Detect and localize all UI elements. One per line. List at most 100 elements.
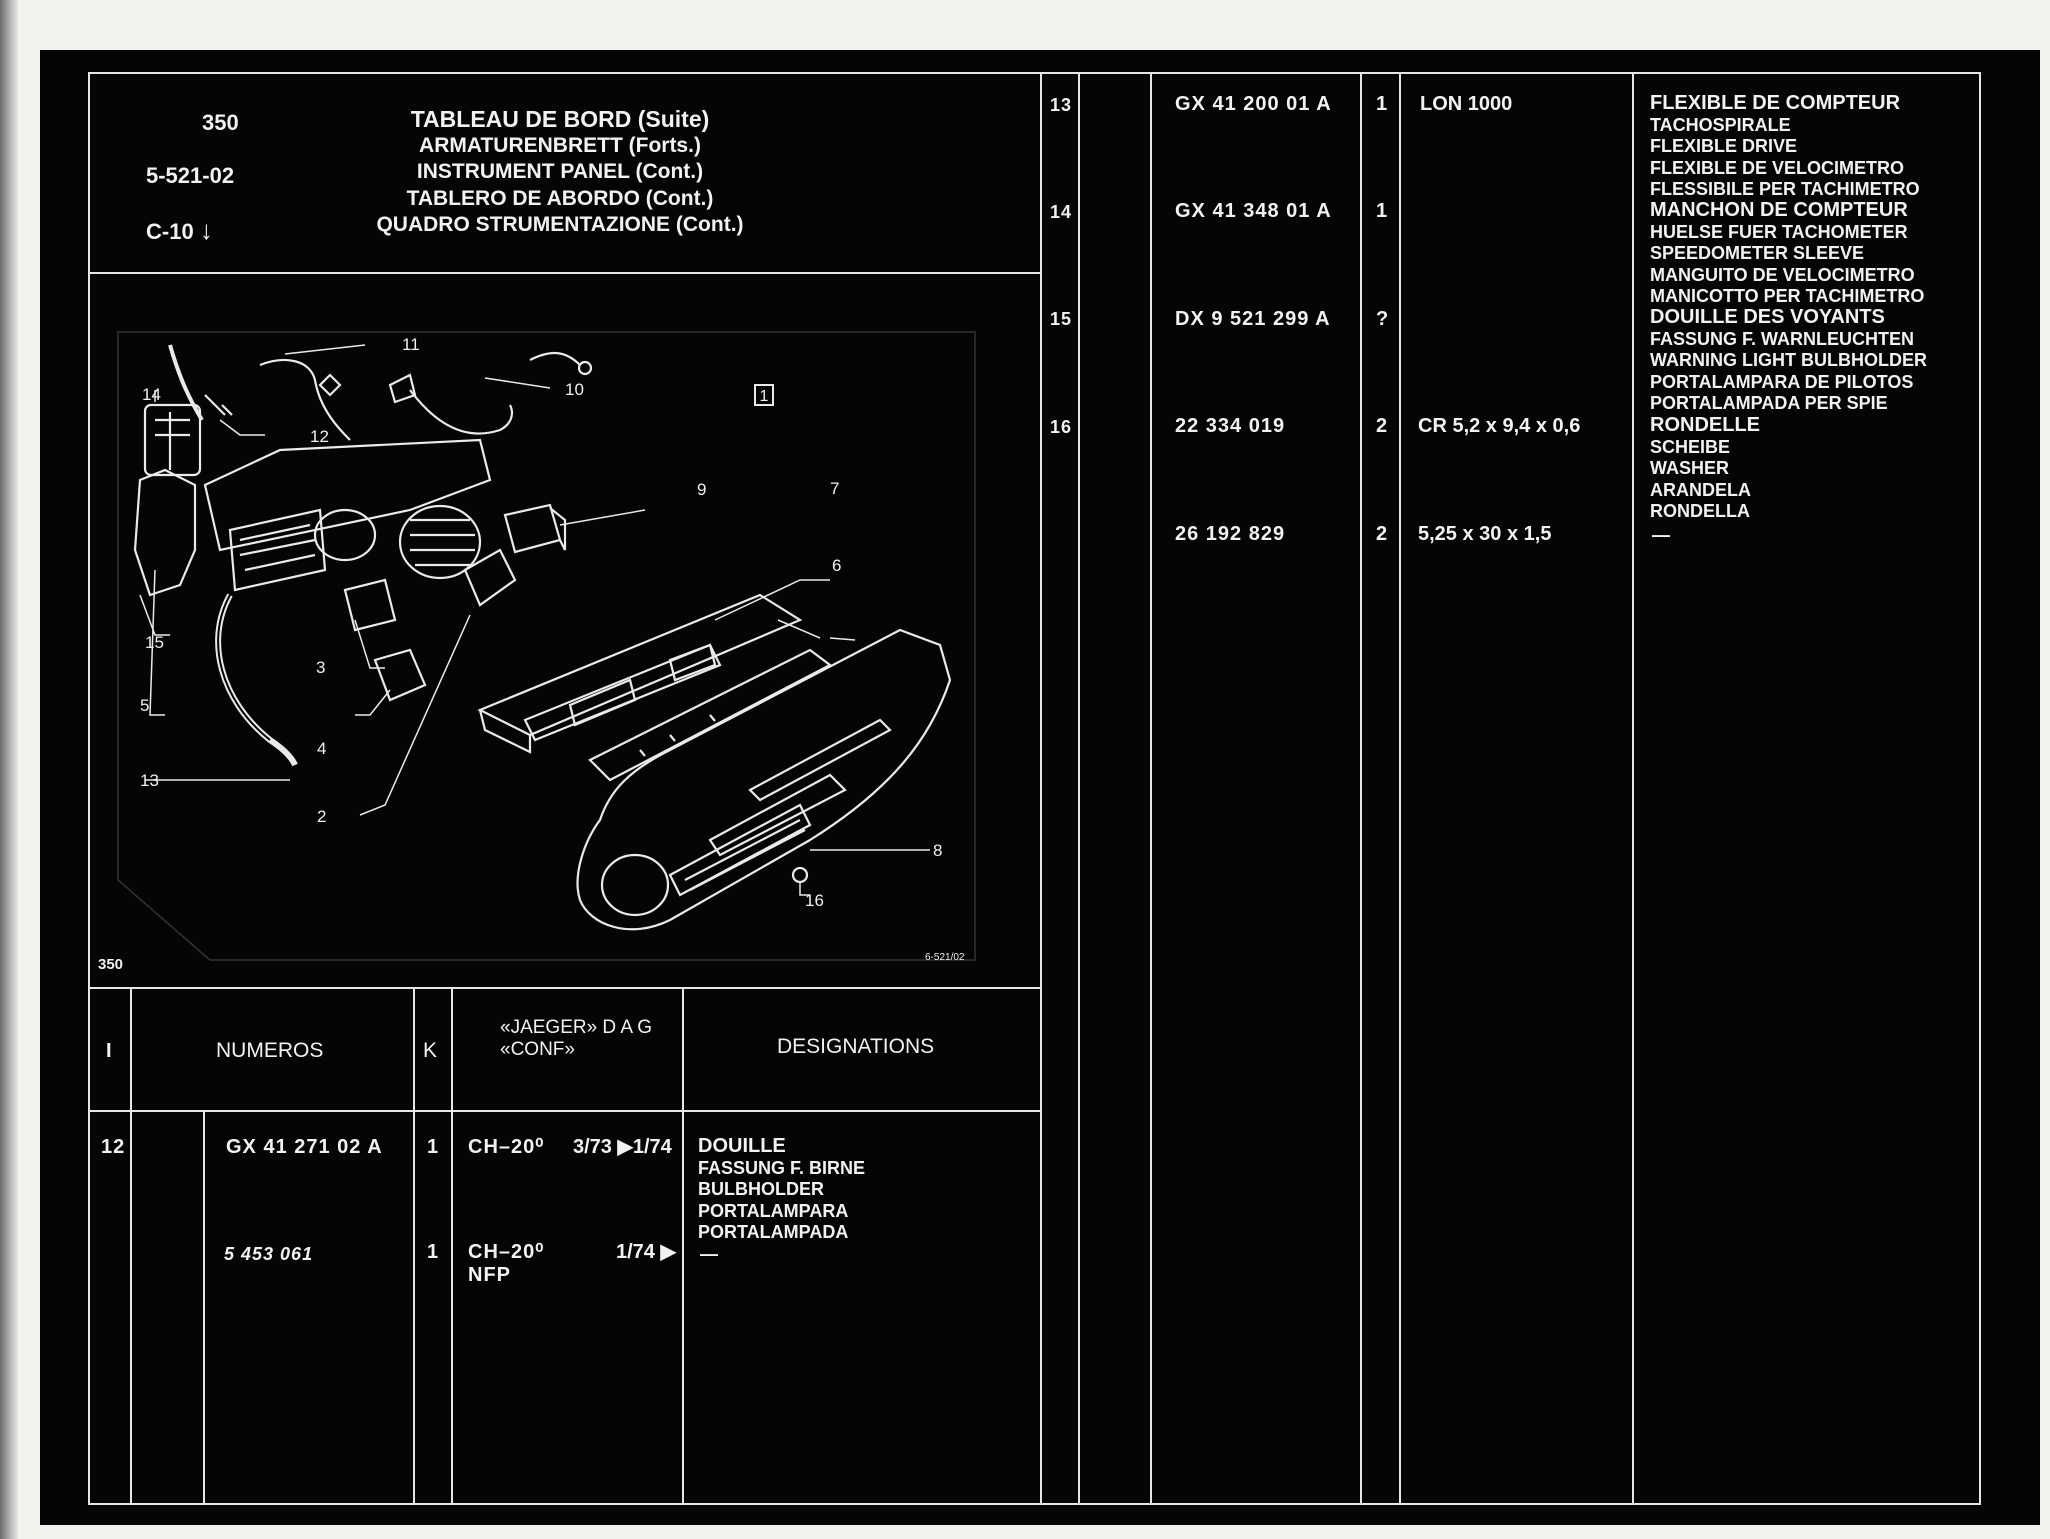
row-16-designation: RONDELLE SCHEIBE WASHER ARANDELA RONDELL…: [1650, 414, 1760, 523]
row-12-designation-en: BULBHOLDER: [698, 1179, 824, 1199]
col-line-r2: [1150, 72, 1152, 1505]
title-en: INSTRUMENT PANEL (Cont.): [416, 160, 704, 183]
header-divider: [88, 272, 1042, 274]
row-12-designation-it: PORTALAMPADA: [698, 1222, 849, 1242]
col-line-r4: [1399, 72, 1401, 1505]
col-header-item: I: [106, 1040, 112, 1062]
row-14-designation-fr: MANCHON DE COMPTEUR: [1650, 199, 1908, 221]
row-16b-designation: —: [1652, 525, 1670, 545]
callout-12: 12: [310, 427, 329, 446]
row-13-designation-it: FLESSIBILE PER TACHIMETRO: [1650, 179, 1920, 199]
col-header-conf-1: «JAEGER» D A G: [500, 1017, 653, 1038]
callout-4: 4: [317, 739, 326, 758]
row-13-designation-es: FLEXIBLE DE VELOCIMETRO: [1650, 157, 1905, 178]
callout-5: 5: [140, 696, 149, 715]
row-15-item: 15: [1050, 309, 1073, 329]
row-16-designation-es: ARANDELA: [1650, 479, 1751, 500]
row-16-qty: 2: [1376, 415, 1389, 437]
row-13-qty: 1: [1376, 93, 1389, 115]
row-12b-spec2: NFP: [468, 1264, 511, 1286]
row-15-number: DX 9 521 299 A: [1175, 308, 1331, 330]
row-12-designation-fr: DOUILLE: [698, 1135, 786, 1157]
row-14-item: 14: [1050, 202, 1073, 222]
row-14-designation-en: SPEEDOMETER SLEEVE: [1650, 243, 1865, 263]
row-15-designation-de: FASSUNG F. WARNLEUCHTEN: [1650, 328, 1915, 349]
col-header-designations: DESIGNATIONS: [777, 1035, 935, 1058]
exploded-parts-drawing: 1 11 10 14 12 9 7 6 15 5 3 4 13 2 8 16 6…: [117, 331, 976, 963]
row-12b-qty: 1: [427, 1241, 440, 1263]
figure-box-label: 1: [760, 388, 769, 405]
row-12-designation: DOUILLE FASSUNG F. BIRNE BULBHOLDER PORT…: [698, 1135, 866, 1244]
row-13-designation-en: FLEXIBLE DRIVE: [1650, 136, 1798, 156]
row-12-designation-es: PORTALAMPARA: [698, 1200, 849, 1221]
row-16-designation-en: WASHER: [1650, 458, 1730, 478]
callout-14: 14: [142, 385, 161, 404]
down-arrow-icon: ↓: [199, 215, 213, 245]
col-header-k: K: [423, 1039, 438, 1062]
col-line-r5: [1632, 72, 1634, 1505]
row-13-designation-fr: FLEXIBLE DE COMPTEUR: [1650, 92, 1901, 114]
col-line-1: [130, 988, 132, 1505]
row-12-designation-de: FASSUNG F. BIRNE: [698, 1157, 866, 1178]
callout-9: 9: [697, 480, 706, 499]
col-line-r3: [1360, 72, 1362, 1505]
title-de: ARMATURENBRETT (Forts.): [419, 134, 701, 157]
row-12-qty: 1: [427, 1136, 440, 1158]
callout-16: 16: [805, 891, 824, 910]
row-12-number: GX 41 271 02 A: [226, 1136, 383, 1158]
page-number: 350: [202, 110, 239, 135]
row-16b-number: 26 192 829: [1175, 523, 1286, 545]
row-12-spec: CH–20⁰: [468, 1136, 545, 1158]
row-12b-range: 1/74 ▶: [616, 1241, 676, 1263]
figure-page-label: 350: [98, 956, 124, 973]
film-edge: [0, 0, 18, 1539]
callout-6: 6: [832, 556, 841, 575]
callout-3: 3: [316, 658, 325, 677]
callout-13: 13: [140, 771, 159, 790]
title-it: QUADRO STRUMENTAZIONE (Cont.): [376, 213, 744, 236]
row-15-designation-fr: DOUILLE DES VOYANTS: [1650, 306, 1885, 328]
callout-7: 7: [830, 479, 839, 498]
row-13-designation-de: TACHOSPIRALE: [1650, 114, 1791, 135]
header-titles: TABLEAU DE BORD (Suite) ARMATURENBRETT (…: [350, 106, 770, 236]
col-line-5: [682, 988, 684, 1505]
callout-8: 8: [933, 841, 942, 860]
col-line-3: [413, 988, 415, 1505]
row-15-designation-it: PORTALAMPADA PER SPIE: [1650, 393, 1888, 413]
row-14-designation-de: HUELSE FUER TACHOMETER: [1650, 221, 1908, 242]
col-line-r1: [1078, 72, 1080, 1505]
row-15-designation-en: WARNING LIGHT BULBHOLDER: [1650, 350, 1927, 370]
row-12-range: 3/73 ▶1/74: [573, 1136, 672, 1158]
col-line-2: [203, 1111, 205, 1505]
row-16-spec: CR 5,2 x 9,4 x 0,6: [1418, 415, 1581, 437]
row-16-designation-fr: RONDELLE: [1650, 414, 1760, 436]
center-divider: [1040, 72, 1042, 1505]
callout-2: 2: [317, 807, 326, 826]
section-code-text: C-10: [146, 219, 194, 244]
row-16-item: 16: [1050, 417, 1073, 437]
title-fr: TABLEAU DE BORD (Suite): [410, 106, 710, 132]
page-frame: [88, 72, 1981, 1505]
row-16-designation-it: RONDELLA: [1650, 501, 1750, 521]
row-15-qty: ?: [1376, 308, 1390, 330]
drawing-ref: 6-521/02: [925, 952, 965, 963]
row-12-item: 12: [101, 1136, 126, 1158]
col-header-numeros: NUMEROS: [216, 1039, 324, 1062]
section-ref: 5-521-02: [146, 163, 235, 188]
row-12b-number: 5 453 061: [224, 1244, 314, 1264]
col-header-conf-2: «CONF»: [500, 1039, 575, 1060]
table-header-bottom-line: [88, 1110, 1042, 1112]
callout-10: 10: [565, 380, 584, 399]
row-14-designation-es: MANGUITO DE VELOCIMETRO: [1650, 264, 1915, 285]
col-line-4: [451, 988, 453, 1505]
row-16-number: 22 334 019: [1175, 415, 1286, 437]
figure-bottom-line: [88, 987, 1042, 989]
row-16b-spec: 5,25 x 30 x 1,5: [1418, 523, 1552, 545]
row-16b-qty: 2: [1376, 523, 1389, 545]
row-12b-designation: —: [700, 1244, 718, 1264]
callout-15: 15: [145, 633, 164, 652]
row-13-spec: LON 1000: [1420, 93, 1513, 115]
row-12b-spec: CH–20⁰: [468, 1241, 545, 1263]
row-14-qty: 1: [1376, 200, 1389, 222]
row-13-designation: FLEXIBLE DE COMPTEUR TACHOSPIRALE FLEXIB…: [1650, 92, 1920, 201]
